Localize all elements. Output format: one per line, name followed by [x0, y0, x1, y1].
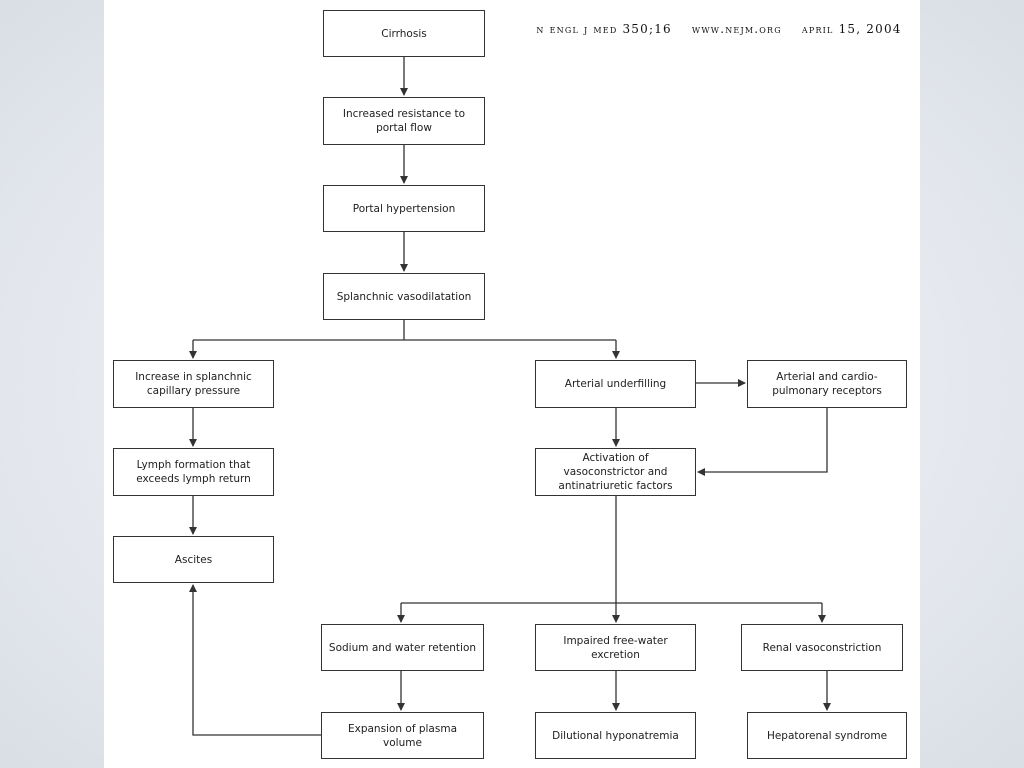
node-free-water-excretion: Impaired free-water excretion — [535, 624, 696, 671]
node-splanchnic-capillary-pressure: Increase in splanchnic capillary pressur… — [113, 360, 274, 408]
node-lymph-formation: Lymph formation that exceeds lymph retur… — [113, 448, 274, 496]
node-renal-vasoconstriction: Renal vasoconstriction — [741, 624, 903, 671]
journal-citation: n engl j med 350;16 www.nejm.org april 1… — [536, 17, 901, 41]
node-increased-resistance: Increased resistance to portal flow — [323, 97, 485, 145]
node-plasma-volume-expansion: Expansion of plasma volume — [321, 712, 484, 759]
node-hepatorenal-syndrome: Hepatorenal syndrome — [747, 712, 907, 759]
node-sodium-water-retention: Sodium and water retention — [321, 624, 484, 671]
node-portal-hypertension: Portal hypertension — [323, 185, 485, 232]
node-cirrhosis: Cirrhosis — [323, 10, 485, 57]
node-arterial-underfilling: Arterial underfilling — [535, 360, 696, 408]
node-vasoconstrictor-activation: Activation of vasoconstrictor and antina… — [535, 448, 696, 496]
node-splanchnic-vasodilatation: Splanchnic vasodilatation — [323, 273, 485, 320]
node-dilutional-hyponatremia: Dilutional hyponatremia — [535, 712, 696, 759]
arrow-plasma-ascites — [189, 584, 321, 736]
node-cardiopulmonary-receptors: Arterial and cardio-pulmonary receptors — [747, 360, 907, 408]
node-ascites: Ascites — [113, 536, 274, 583]
arrow-receptors-activation — [697, 408, 828, 476]
